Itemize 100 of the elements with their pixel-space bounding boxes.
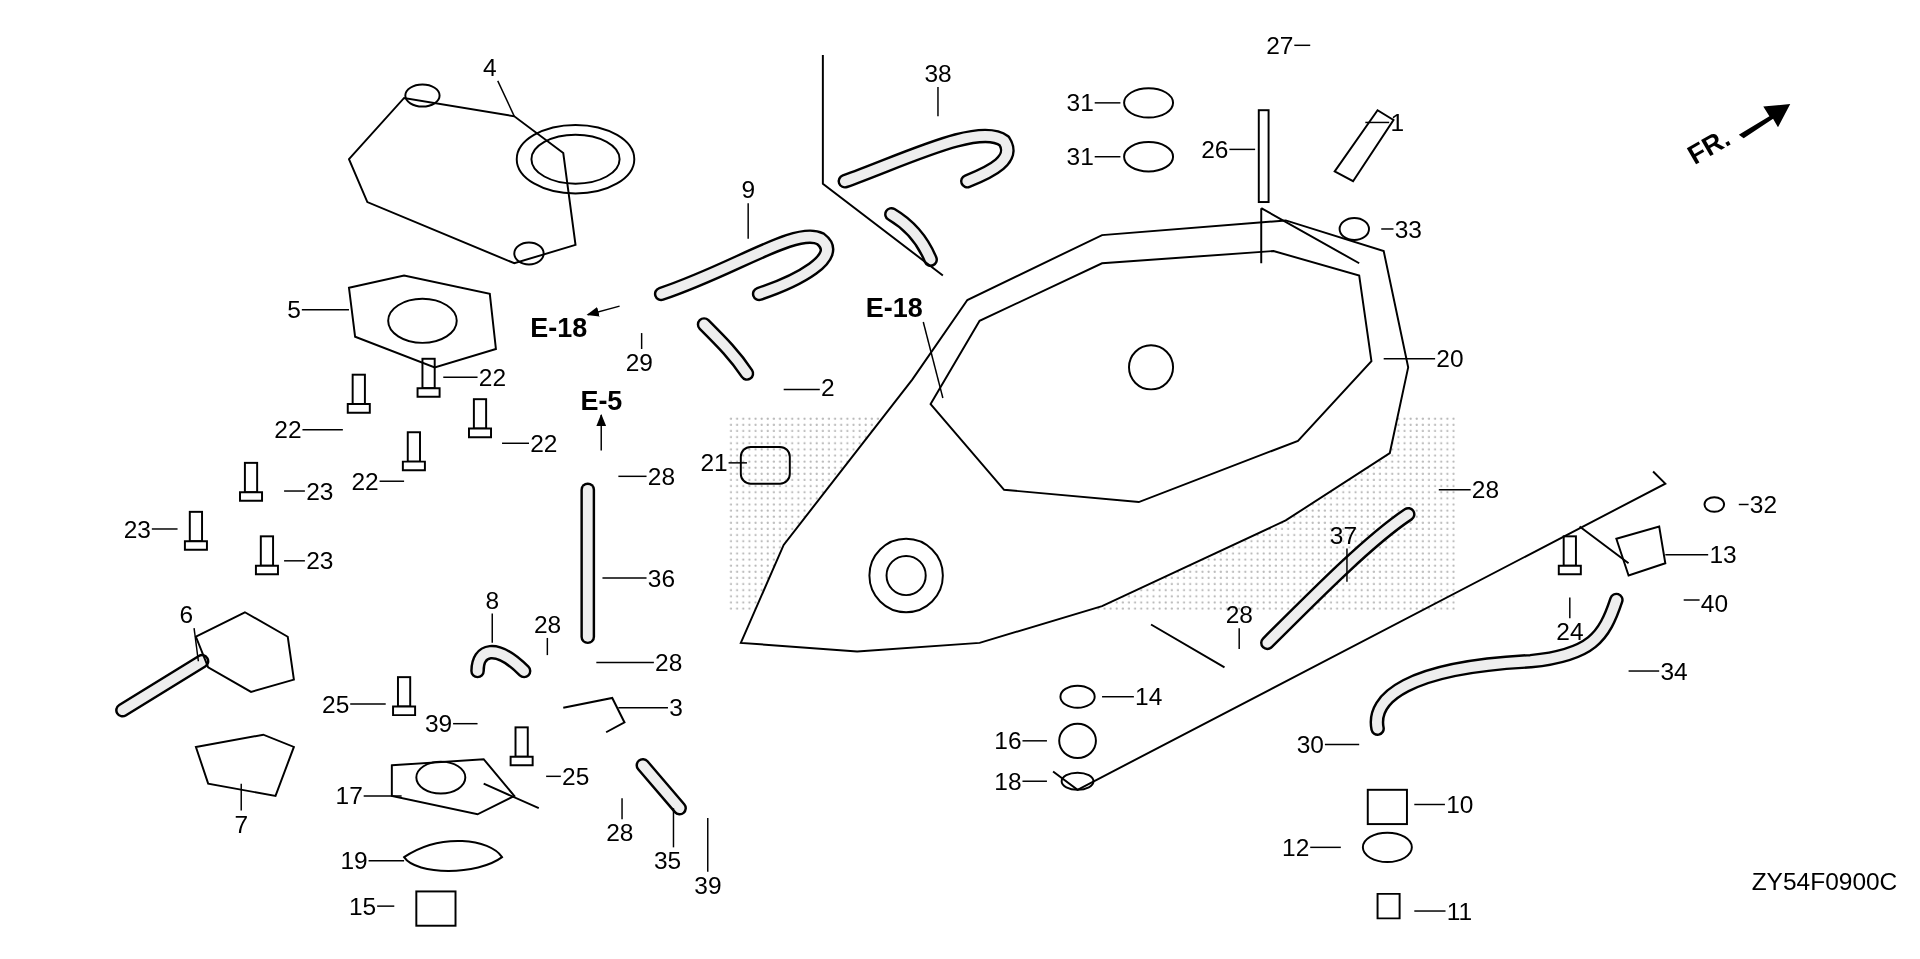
- leader-line: [362, 795, 403, 797]
- leader-line: [1228, 148, 1256, 151]
- leader-line: [1346, 547, 1348, 583]
- callout-number: 26: [1200, 135, 1230, 163]
- callout-number: 34: [1659, 657, 1689, 685]
- leader-line: [937, 86, 939, 118]
- callout-number: 8: [484, 586, 501, 614]
- callout-number: 38: [923, 60, 953, 87]
- callout-number: 28: [1470, 476, 1501, 504]
- callout-number: 21: [699, 449, 729, 477]
- leader-line: [367, 860, 405, 862]
- leader-line: [1324, 743, 1360, 746]
- leader-line: [922, 321, 944, 399]
- leader-line: [1364, 121, 1390, 124]
- callout-number: 22: [273, 416, 303, 444]
- callout-number: 11: [1445, 897, 1474, 925]
- leader-line: [1021, 740, 1048, 742]
- callout-number: 30: [1295, 731, 1326, 758]
- callout-number: 32: [1748, 491, 1779, 518]
- leader-line: [491, 612, 493, 644]
- callout-number: 22: [529, 429, 559, 457]
- leader-line: [617, 475, 648, 478]
- leader-line: [283, 560, 306, 562]
- callout-number: 39: [423, 710, 454, 738]
- leader-line: [1569, 596, 1571, 620]
- reference-label: E-18: [864, 295, 924, 323]
- callout-number: 4: [481, 53, 498, 81]
- leader-line: [1438, 489, 1472, 491]
- direction-label: FR.: [1681, 123, 1736, 171]
- leader-line: [672, 807, 675, 849]
- leader-line: [601, 577, 648, 579]
- callout-number: 17: [334, 782, 364, 810]
- callout-number: 23: [304, 477, 335, 505]
- callout-number: 23: [122, 515, 153, 543]
- callout-number: 40: [1699, 590, 1730, 618]
- leader-line: [151, 528, 179, 530]
- callout-number: 12: [1280, 833, 1311, 861]
- callout-number: 19: [339, 847, 369, 875]
- callout-number: 28: [1224, 601, 1255, 629]
- callout-number: 39: [693, 871, 723, 899]
- leader-line: [301, 429, 344, 431]
- callout-number: 28: [604, 819, 635, 847]
- reference-label: E-5: [579, 388, 624, 416]
- leader-line: [1380, 228, 1395, 230]
- callout-number: 7: [233, 810, 250, 838]
- callout-number: 29: [624, 349, 655, 376]
- callout-number: 10: [1444, 791, 1475, 818]
- leader-line: [301, 309, 350, 311]
- arrow: [586, 305, 621, 317]
- callout-number: 31: [1065, 143, 1095, 171]
- callout-number: 3: [667, 694, 685, 722]
- leader-line: [1413, 803, 1446, 806]
- callout-number: 1: [1389, 109, 1406, 136]
- leader-line: [1309, 846, 1342, 849]
- callout-number: 28: [653, 649, 684, 676]
- leader-line: [283, 490, 306, 492]
- callout-number: 25: [560, 762, 591, 790]
- leader-line: [546, 637, 549, 656]
- leader-line: [1293, 44, 1311, 47]
- leader-line: [545, 775, 562, 778]
- leader-line: [707, 817, 709, 873]
- callout-number: 27: [1264, 31, 1295, 59]
- reference-label: E-18: [529, 314, 589, 342]
- callout-number: 37: [1328, 521, 1359, 549]
- callout-number: 28: [646, 462, 677, 490]
- leader-line: [1738, 503, 1750, 506]
- leader-line: [1093, 102, 1122, 104]
- callout-number: 24: [1555, 618, 1585, 646]
- leader-line: [442, 376, 479, 378]
- leader-line: [1682, 599, 1701, 601]
- arrow: [596, 413, 607, 452]
- leader-line: [782, 388, 821, 391]
- callout-number: 14: [1133, 683, 1164, 711]
- callout-number: 6: [178, 601, 195, 629]
- leader-line: [1101, 696, 1135, 698]
- callout-number: 13: [1708, 541, 1738, 569]
- leader-line: [727, 462, 748, 464]
- leader-line: [376, 905, 396, 907]
- leader-line: [1627, 670, 1660, 672]
- diagram-code: ZY54F0900C: [1750, 868, 1899, 896]
- callout-number: 18: [993, 767, 1023, 795]
- leader-line: [617, 707, 669, 709]
- callout-number: 28: [532, 611, 563, 638]
- callout-number: 31: [1065, 89, 1095, 117]
- leader-line: [1664, 553, 1709, 556]
- callout-number: 2: [819, 373, 836, 401]
- leader-line: [452, 722, 479, 725]
- callout-number: 25: [320, 690, 351, 718]
- callout-number: 22: [477, 363, 508, 391]
- leader-line: [1021, 780, 1048, 782]
- leader-line: [1413, 910, 1447, 912]
- callout-number: 33: [1393, 215, 1424, 243]
- callout-number: 22: [350, 467, 380, 495]
- leader-line: [378, 480, 405, 482]
- leader-line: [747, 202, 749, 240]
- leader-line: [349, 703, 387, 705]
- leader-line: [621, 797, 623, 820]
- callout-number: 23: [304, 547, 335, 575]
- callout-number: 35: [652, 847, 683, 875]
- leader-line: [1238, 627, 1240, 650]
